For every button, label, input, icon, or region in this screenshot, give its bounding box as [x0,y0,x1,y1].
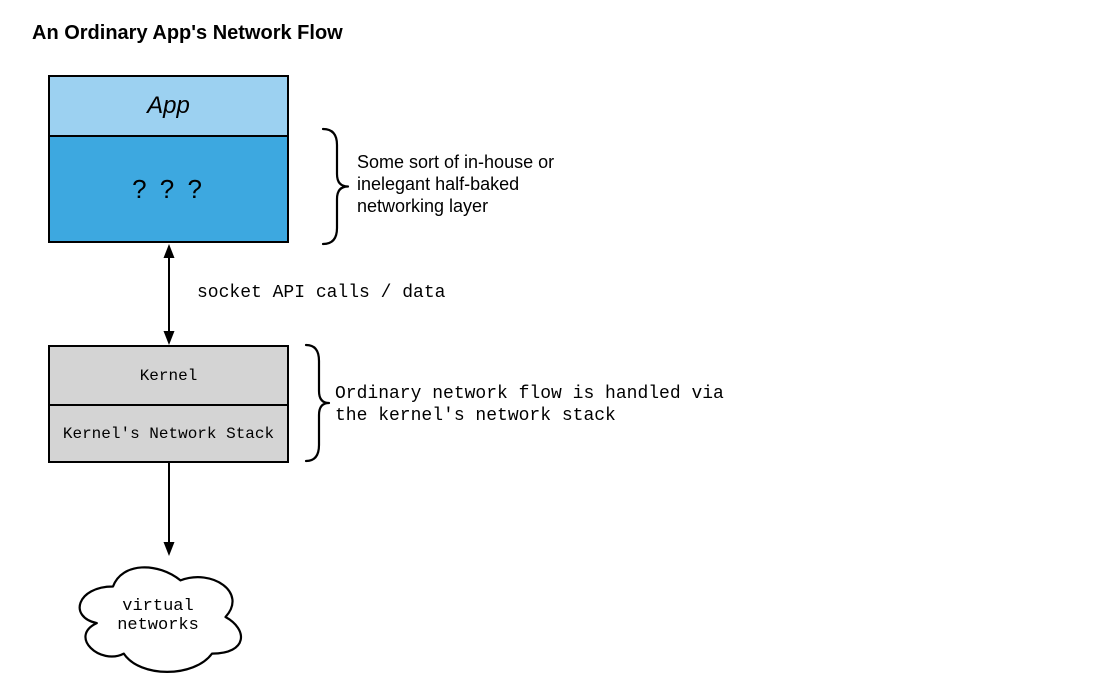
cloud-label-line: networks [117,616,199,635]
socket-arrow-label: socket API calls / data [197,283,446,303]
annotation-line: Ordinary network flow is handled via [335,384,724,404]
kernel-label: Kernel [139,366,198,385]
cloud-label-line: virtual [122,597,194,616]
kernel-annotation-brace-icon [304,343,331,463]
annotation-line: inelegant half-baked [357,174,520,194]
mystery-networking-layer: ? ? ? [50,137,287,241]
cloud-icon [78,566,242,673]
app-annotation-text: Some sort of in-house or inelegant half-… [357,151,554,217]
kernel-layer: Kernel [50,347,287,406]
cloud-label: virtual networks [66,597,250,635]
app-annotation-brace-icon [321,127,350,246]
kernel-annotation-text: Ordinary network flow is handled via the… [335,383,724,427]
app-label: App [147,92,190,119]
socket-arrow-icon [163,244,175,345]
annotation-line: the kernel's network stack [335,406,616,426]
diagram-title: An Ordinary App's Network Flow [32,22,343,44]
annotation-line: Some sort of in-house or [357,152,555,172]
app-stack-box: App ? ? ? [48,75,289,243]
annotation-line: networking layer [357,196,489,216]
app-layer: App [50,77,287,137]
kernel-stack-box: Kernel Kernel's Network Stack [48,345,289,463]
mystery-label: ? ? ? [132,173,205,204]
kernel-network-stack-layer: Kernel's Network Stack [50,406,287,461]
kernel-network-stack-label: Kernel's Network Stack [62,424,275,443]
network-arrow-icon [163,463,175,556]
